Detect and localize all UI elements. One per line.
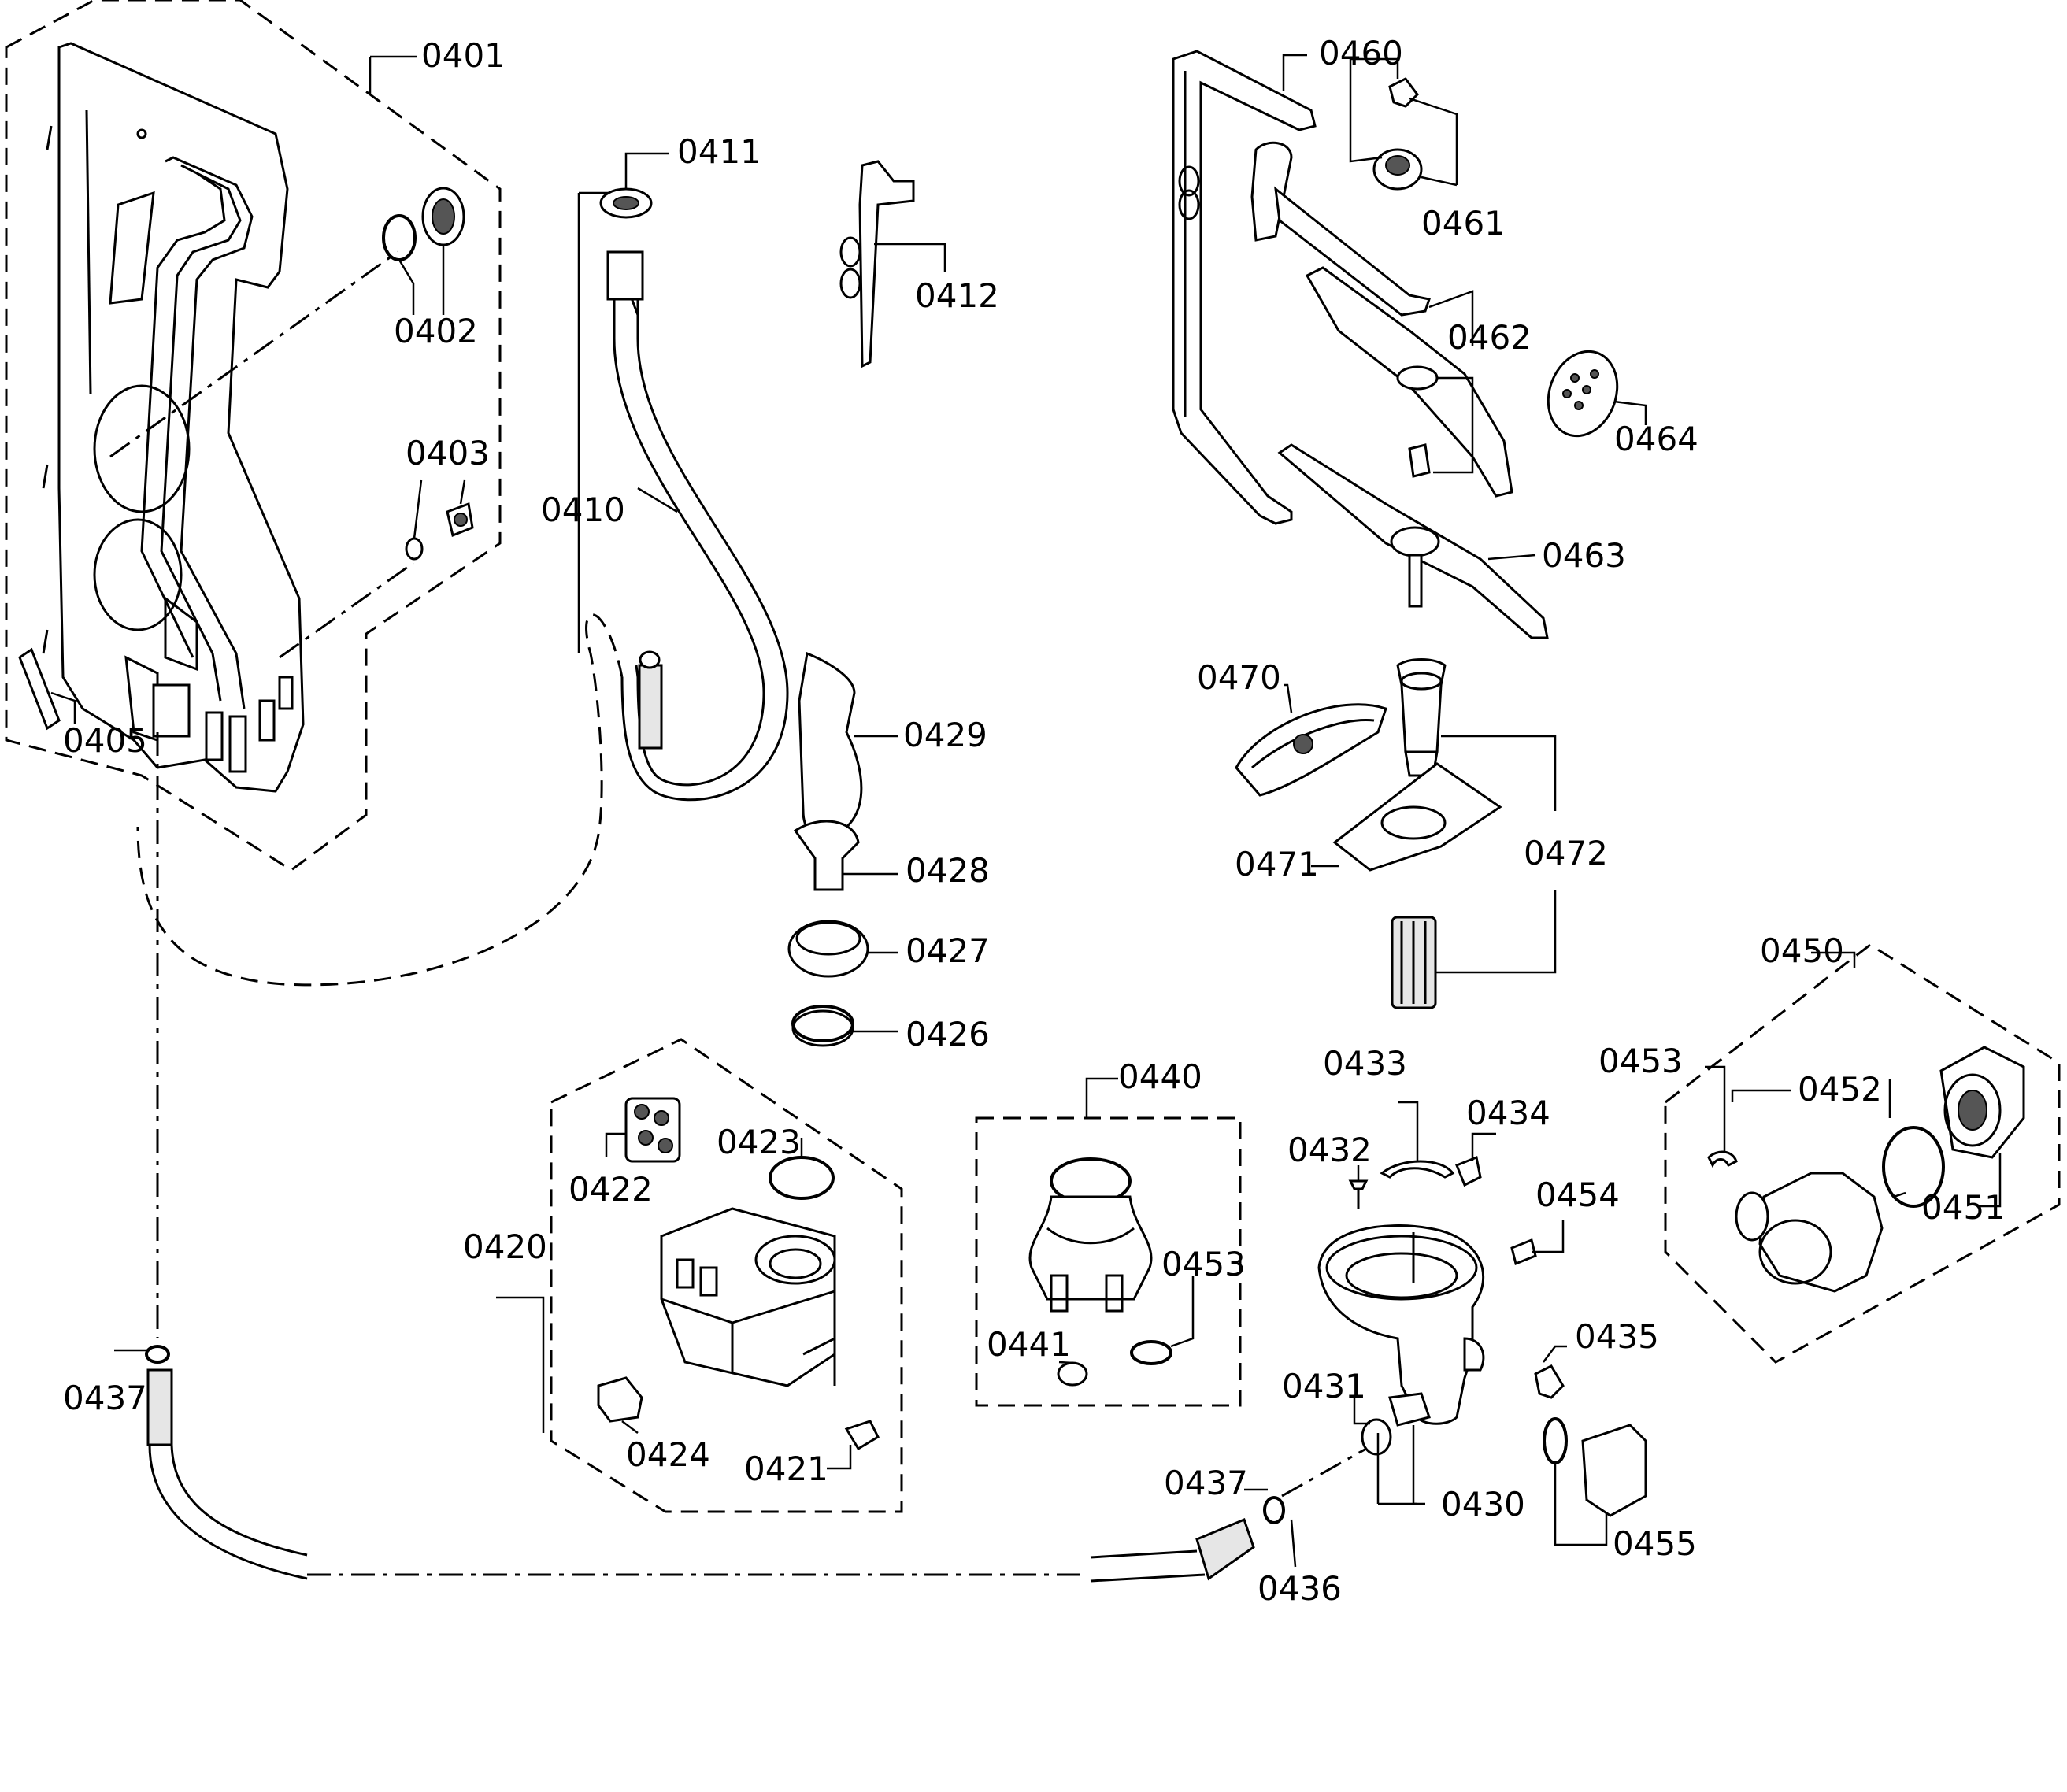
label-0454: 0454 xyxy=(1535,1176,1620,1214)
seal-and-cap-0402 xyxy=(382,187,465,315)
group-boundary-0440 xyxy=(975,1116,1242,1407)
part-labels: 0401 0402 0403 0405 0410 0411 0412 0420 … xyxy=(63,34,2006,1608)
filter-0464 xyxy=(1547,350,1647,438)
label-0464: 0464 xyxy=(1614,420,1698,458)
sump-0430 xyxy=(1317,1224,1485,1425)
heat-pump-assembly xyxy=(1664,943,2061,1364)
label-0428: 0428 xyxy=(906,851,990,890)
side-panel xyxy=(57,42,305,793)
side-panel-assembly xyxy=(5,0,502,1338)
upper-arm-tube xyxy=(1250,141,1293,242)
spray-arm-assembly xyxy=(1172,50,1647,639)
label-0452: 0452 xyxy=(1798,1070,1882,1109)
cover-0433 xyxy=(1380,1160,1455,1179)
label-0403: 0403 xyxy=(406,434,490,472)
label-0412: 0412 xyxy=(915,276,999,315)
sump-assembly xyxy=(1317,1101,1647,1546)
filter-plate-0471 xyxy=(1332,762,1502,872)
label-0401: 0401 xyxy=(421,36,506,75)
label-0420: 0420 xyxy=(463,1227,547,1266)
label-0431: 0431 xyxy=(1282,1367,1366,1405)
motor-0455 xyxy=(1581,1424,1647,1517)
screws-0403 xyxy=(405,479,474,561)
label-0463: 0463 xyxy=(1542,536,1626,575)
label-0441: 0441 xyxy=(987,1325,1071,1364)
label-0470: 0470 xyxy=(1197,658,1281,697)
nipple-0431 xyxy=(1361,1418,1392,1456)
supply-pipe-0460 xyxy=(1172,50,1317,525)
label-0461: 0461 xyxy=(1421,204,1506,243)
label-0430: 0430 xyxy=(1441,1485,1525,1524)
label-0437-bottom-right: 0437 xyxy=(1164,1464,1248,1502)
cap-0428 xyxy=(793,820,860,891)
water-softener-assembly xyxy=(496,1038,903,1513)
label-0453-circulation: 0453 xyxy=(1161,1245,1246,1283)
label-0455: 0455 xyxy=(1613,1524,1697,1563)
circulation-pump-assembly xyxy=(975,1077,1242,1407)
spray-nozzle-0461 xyxy=(1349,57,1458,191)
softener-body xyxy=(660,1207,836,1387)
label-0460: 0460 xyxy=(1319,34,1403,72)
label-0427: 0427 xyxy=(906,931,990,970)
funnel-0429 xyxy=(798,651,863,839)
label-0424: 0424 xyxy=(626,1435,710,1474)
filter-assembly xyxy=(1235,658,1557,1009)
label-0472: 0472 xyxy=(1524,834,1608,872)
label-0426: 0426 xyxy=(906,1015,990,1053)
hose-clamp-0411 xyxy=(599,152,669,219)
label-0451: 0451 xyxy=(1921,1188,2006,1227)
label-0432: 0432 xyxy=(1287,1131,1372,1169)
group-boundary-0450 xyxy=(1664,943,2061,1364)
heater-pump-body xyxy=(1758,1172,1884,1293)
label-0433: 0433 xyxy=(1323,1044,1407,1083)
label-0422: 0422 xyxy=(569,1170,653,1209)
label-0429: 0429 xyxy=(903,716,987,754)
label-0471: 0471 xyxy=(1235,845,1319,883)
label-0410: 0410 xyxy=(541,491,625,529)
drain-hose xyxy=(114,1345,1367,1583)
label-0453-pump: 0453 xyxy=(1598,1042,1683,1080)
label-0434: 0434 xyxy=(1466,1094,1550,1132)
clip-0405 xyxy=(18,647,76,731)
label-0437-bottom-left: 0437 xyxy=(63,1379,147,1417)
label-0435: 0435 xyxy=(1575,1317,1659,1356)
label-0436: 0436 xyxy=(1258,1569,1342,1608)
valve-0435 xyxy=(1534,1364,1565,1399)
seals-0422 xyxy=(605,1097,681,1163)
clip-0434 xyxy=(1455,1155,1482,1187)
label-0450: 0450 xyxy=(1760,931,1844,970)
clip-0421 xyxy=(844,1420,880,1451)
group-boundary-0401 xyxy=(5,0,502,872)
bracket-0412 xyxy=(839,160,946,368)
label-0411: 0411 xyxy=(677,132,761,171)
clip-0454 xyxy=(1510,1238,1537,1266)
ring-0455 xyxy=(1543,1417,1568,1464)
label-0440: 0440 xyxy=(1118,1057,1202,1096)
label-0421: 0421 xyxy=(744,1450,828,1488)
label-0462: 0462 xyxy=(1447,318,1532,357)
label-0423: 0423 xyxy=(717,1123,801,1161)
valve-0424 xyxy=(597,1376,643,1423)
label-0405: 0405 xyxy=(63,721,147,760)
dispenser-parts xyxy=(787,651,898,1047)
hose-tube xyxy=(613,264,765,787)
cap-0427 xyxy=(787,920,869,978)
label-0402: 0402 xyxy=(394,312,478,350)
group-boundary-0420 xyxy=(550,1038,903,1513)
